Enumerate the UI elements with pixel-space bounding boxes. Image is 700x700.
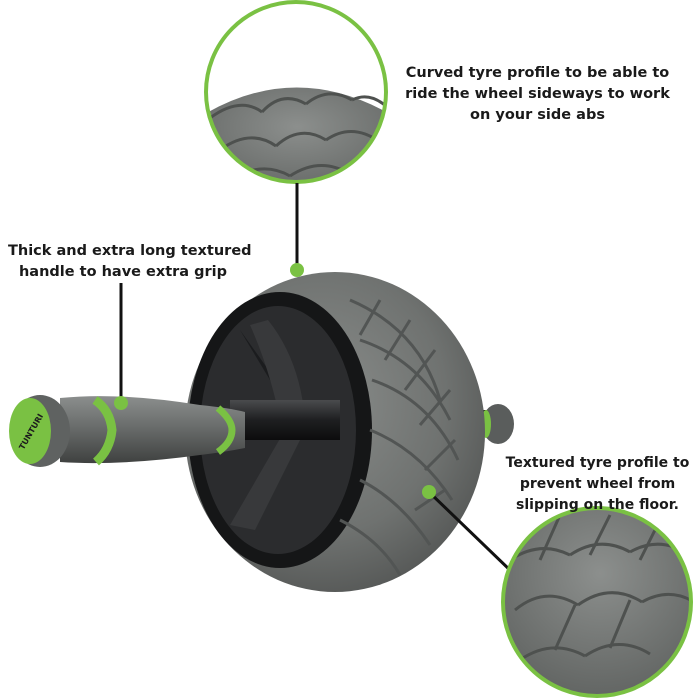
callout-line: Thick and extra long textured (8, 243, 252, 259)
callout-textured-handle-text: Thick and extra long textured handle to … (8, 241, 252, 283)
left-handle-assembly: TUNTURI (9, 395, 340, 467)
pointer-dot-left (114, 396, 128, 410)
pointer-dot-top (290, 263, 304, 277)
zoom-bubble-textured-tyre (501, 506, 693, 698)
pointer-line-bottom (428, 491, 514, 574)
callout-line: handle to have extra grip (18, 264, 228, 280)
zoom-bubble-curved-tyre (204, 0, 388, 184)
callout-line: ride the wheel sideways to work (405, 86, 670, 102)
callout-line: Textured tyre profile to (505, 455, 690, 471)
callout-line: prevent wheel from (519, 476, 676, 492)
callout-textured-tyre-text: Textured tyre profile to prevent wheel f… (495, 453, 700, 516)
pointer-dot-bottom (422, 485, 436, 499)
callout-line: Curved tyre profile to be able to (405, 65, 670, 81)
callout-line: on your side abs (470, 107, 605, 123)
callout-line: slipping on the floor. (516, 497, 679, 513)
callout-curved-tyre-text: Curved tyre profile to be able to ride t… (385, 63, 690, 126)
right-handle-end (482, 404, 514, 444)
